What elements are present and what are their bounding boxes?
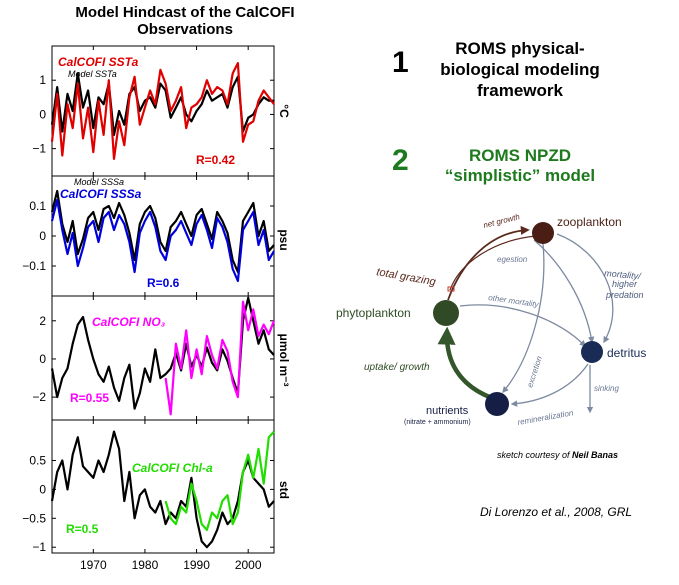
zooplankton-node: [532, 222, 554, 244]
courtesy-prefix: sketch courtesy of: [497, 450, 573, 460]
arrow-other-mortality: [459, 304, 586, 347]
y-tick-label-no3: −2: [32, 390, 46, 404]
y-tick-label-chl: −0.5: [22, 511, 46, 525]
y-tick-label-sss: −0.1: [22, 259, 46, 273]
arrow-remineralization: [510, 363, 589, 407]
y-tick-label-sst: 0: [39, 107, 46, 121]
mortality-predation-label: mortality/: [604, 268, 643, 281]
series-line-sss-model: [50, 189, 275, 274]
arrow-total-grazing: [449, 235, 537, 291]
y-axis-label-sst: °C: [277, 104, 291, 118]
series-line-sss-obs: [50, 198, 275, 283]
y-tick-label-sst: 1: [39, 73, 46, 87]
mortality-predation-label-2: higher: [612, 279, 638, 289]
total-grazing-label: total grazing: [375, 266, 437, 288]
arrow-excretion: [502, 243, 545, 393]
courtesy-name: Neil Banas: [572, 450, 619, 460]
section-heading-1: ROMS physical-biological modeling framew…: [440, 39, 600, 100]
series-label-no3-obs: CalCOFI NO₃: [92, 315, 166, 329]
series-line-sst-model: [50, 72, 274, 136]
section-heading-2: ROMS NPZD “simplistic” model: [444, 146, 596, 185]
nutrients-sublabel: (nitrate + ammonium): [404, 419, 471, 426]
y-tick-label-chl: 0: [39, 482, 46, 496]
net-growth-label: net growth: [482, 212, 521, 230]
nutrients-label: nutrients: [426, 405, 469, 417]
arrow-mortality-predation: [556, 233, 614, 344]
sketch-courtesy: sketch courtesy of Neil Banas: [497, 450, 618, 460]
series-label-chl-obs: CalCOFI Chl-a: [132, 461, 213, 475]
nutrients-node: [485, 392, 509, 416]
grazing-marker: [447, 286, 455, 292]
section-number-1: 1: [392, 46, 409, 79]
y-tick-label-no3: 2: [39, 314, 46, 328]
correlation-label-sss: R=0.6: [147, 276, 180, 290]
series-line-sst-obs: [50, 61, 275, 160]
egestion-label: egestion: [497, 255, 528, 264]
chart-title: Model Hindcast of the CalCOFI Observatio…: [75, 4, 295, 38]
other-mortality-label: other mortality: [488, 293, 540, 309]
y-tick-label-sss: 0: [39, 229, 46, 243]
y-tick-label-sss: 0.1: [29, 199, 46, 213]
excretion-label: excretion: [525, 354, 544, 388]
mortality-predation-label-3: predation: [605, 290, 644, 300]
correlation-label-sst: R=0.42: [196, 153, 235, 167]
x-tick-label: 2000: [235, 558, 262, 572]
detritus-node: [581, 341, 603, 363]
x-tick-label: 1990: [183, 558, 210, 572]
detritus-label: detritus: [607, 346, 646, 360]
citation: Di Lorenzo et al., 2008, GRL: [480, 505, 633, 519]
arrow-net-growth: [447, 225, 530, 301]
phytoplankton-label: phytoplankton: [336, 306, 411, 320]
section-number-2: 2: [392, 144, 409, 177]
y-axis-label-no3: μmol m⁻³: [277, 333, 291, 386]
zooplankton-label: zooplankton: [557, 215, 622, 229]
phytoplankton-node: [433, 300, 459, 326]
series-label-sss-obs: CalCOFI SSSa: [60, 187, 142, 201]
arrow-uptake-growth: [437, 326, 493, 401]
y-tick-label-sst: −1: [32, 142, 46, 156]
correlation-label-no3: R=0.55: [70, 391, 109, 405]
arrow-egestion: [533, 239, 595, 344]
series-line-no3-obs: [164, 300, 276, 416]
series-line-chl-model: [50, 430, 275, 549]
series-label-sss-model: Model SSSa: [74, 177, 124, 187]
series-label-sst-model: Model SSTa: [68, 69, 117, 79]
x-tick-label: 1970: [80, 558, 107, 572]
y-axis-label-sss: psu: [277, 229, 291, 250]
remineralization-label: remineralization: [517, 408, 575, 427]
series-label-sst-obs: CalCOFI SSTa: [58, 55, 139, 69]
sinking-label: sinking: [594, 384, 619, 393]
y-tick-label-no3: 0: [39, 352, 46, 366]
panel-frame-chl: [51, 419, 275, 554]
series-line-chl-obs: [164, 430, 275, 532]
x-tick-label: 1980: [132, 558, 159, 572]
correlation-label-chl: R=0.5: [66, 522, 99, 536]
y-tick-label-chl: 0.5: [29, 453, 46, 467]
uptake-growth-label: uptake/ growth: [364, 362, 430, 373]
y-axis-label-chl: std: [277, 481, 291, 499]
series-line-no3-model: [50, 296, 275, 410]
y-tick-label-chl: −1: [32, 540, 46, 554]
